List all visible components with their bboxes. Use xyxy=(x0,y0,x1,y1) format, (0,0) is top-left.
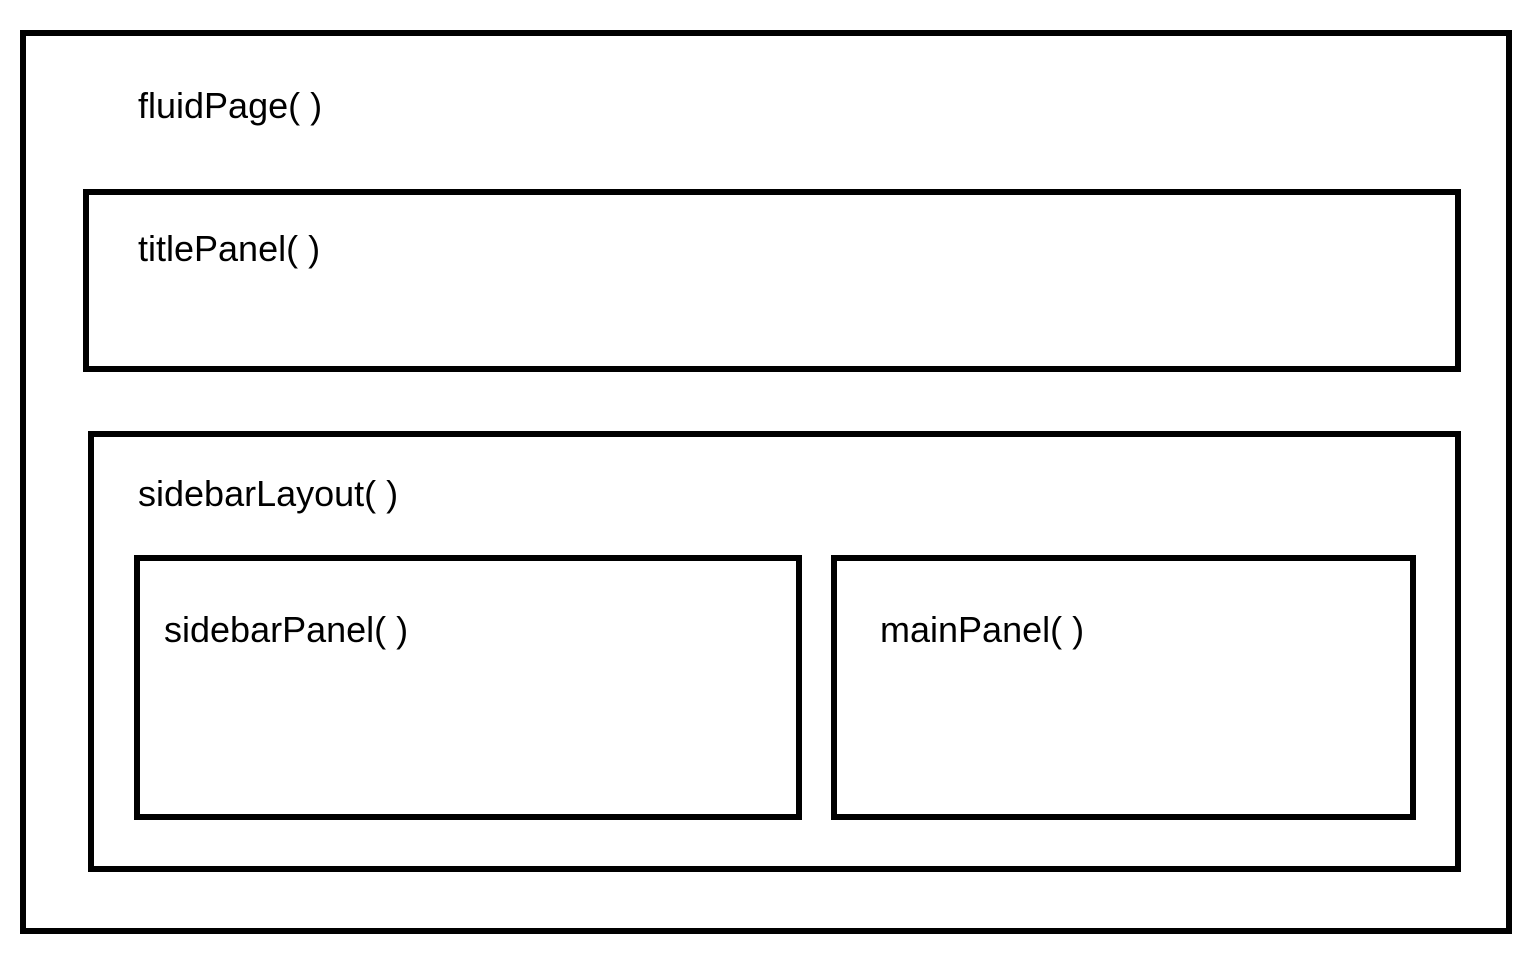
sidebar-panel-box xyxy=(134,555,802,820)
sidebar-layout-label: sidebarLayout( ) xyxy=(138,473,399,514)
title-panel-label: titlePanel( ) xyxy=(138,228,321,269)
main-panel-label: mainPanel( ) xyxy=(880,609,1085,650)
title-panel-box xyxy=(83,189,1461,372)
fluid-page-label: fluidPage( ) xyxy=(138,85,323,126)
sidebar-panel-label: sidebarPanel( ) xyxy=(164,609,409,650)
main-panel-box xyxy=(831,555,1416,820)
